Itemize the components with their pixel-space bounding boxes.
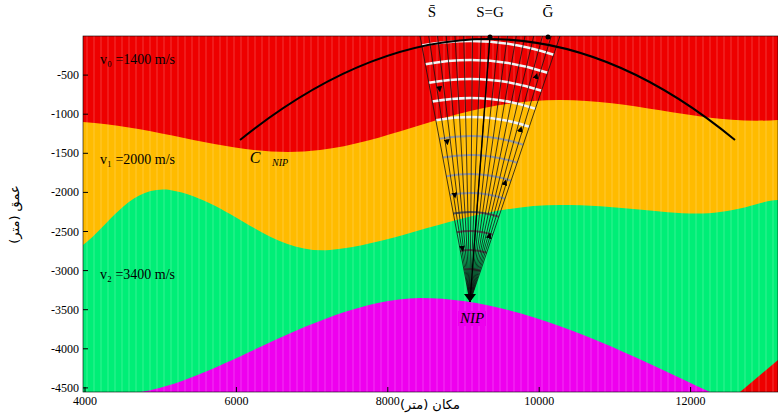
- point-label: Ḡ: [543, 5, 554, 20]
- ray-line: [438, 36, 471, 302]
- curve-label: C: [250, 150, 261, 166]
- ray-arrow: [504, 177, 507, 188]
- wavefront-arc: [429, 79, 542, 91]
- wavefront-arc: [432, 98, 535, 109]
- rays: [420, 36, 560, 302]
- ray-line: [470, 36, 490, 302]
- tick-label: -4000: [51, 343, 79, 355]
- source-point: [488, 35, 493, 40]
- axis-ticks: [83, 75, 691, 392]
- wavefront-arc: [425, 60, 547, 73]
- tick-label: -2500: [51, 226, 79, 238]
- layers: [83, 36, 778, 392]
- ray-line: [470, 36, 551, 302]
- layer-0: [83, 36, 778, 392]
- tick-label: -1500: [51, 147, 79, 159]
- ray-line: [83, 348, 88, 349]
- wavefronts: [422, 41, 554, 289]
- receiver-point: [546, 35, 551, 40]
- ray-line: [83, 192, 88, 193]
- ray-line: [470, 36, 490, 302]
- tick-label: 12000: [676, 395, 706, 407]
- ray-arrow: [535, 71, 538, 82]
- ray-arrow: [462, 243, 464, 254]
- tick-label: -2000: [51, 186, 79, 198]
- ray-line: [83, 309, 88, 310]
- curve-label: NIP: [458, 311, 486, 326]
- ray-line: [236, 387, 237, 392]
- ray-line: [85, 387, 86, 392]
- ray-line: [470, 36, 516, 302]
- ray-line: [539, 387, 540, 392]
- ray-arrow: [488, 230, 491, 241]
- ray-line: [464, 36, 470, 302]
- ray-line: [83, 231, 88, 232]
- ray-line: [420, 36, 470, 302]
- tick-label: -1000: [51, 108, 79, 120]
- point-label: S=G: [476, 5, 504, 20]
- ray-arrow: [446, 137, 448, 148]
- ray-arrow: [454, 190, 456, 201]
- ray-line: [455, 36, 470, 302]
- ray-line: [470, 36, 473, 302]
- ray-arrow: [439, 84, 441, 95]
- ray-line: [83, 153, 88, 154]
- layer-label: v₀ =1400 m/s: [100, 53, 175, 67]
- ray-line: [470, 36, 525, 302]
- ray-line: [690, 387, 691, 392]
- ray-line: [470, 36, 543, 302]
- tick-label: 10000: [524, 395, 554, 407]
- axis-title: عمق (متر): [8, 185, 21, 243]
- layer-label: v₂ =3400 m/s: [100, 268, 175, 282]
- tick-label: -3500: [51, 304, 79, 316]
- axis-title: مکان (متر): [400, 398, 460, 411]
- ray-line: [83, 114, 88, 115]
- curve-label: NIP: [272, 158, 288, 168]
- nip-point: [464, 294, 476, 302]
- point-label: S̄: [428, 5, 436, 20]
- ray-line: [470, 36, 560, 302]
- tick-label: -500: [57, 69, 79, 81]
- wavefront-arc: [436, 117, 529, 127]
- ray-line: [387, 387, 388, 392]
- tick-label: 8000: [376, 395, 400, 407]
- ray-line: [83, 75, 88, 76]
- ray-arrow: [519, 124, 522, 135]
- ray-line: [470, 36, 534, 302]
- layer-label: v₁ =2000 m/s: [100, 153, 175, 167]
- ray-line: [446, 36, 470, 302]
- tick-label: 4000: [73, 395, 97, 407]
- cnip-curve: [240, 39, 735, 140]
- ray-line: [83, 270, 88, 271]
- ray-line: [429, 36, 470, 302]
- tick-label: 6000: [224, 395, 248, 407]
- tick-label: -3000: [51, 265, 79, 277]
- tick-label: -4500: [51, 382, 79, 394]
- ray-line: [470, 36, 499, 302]
